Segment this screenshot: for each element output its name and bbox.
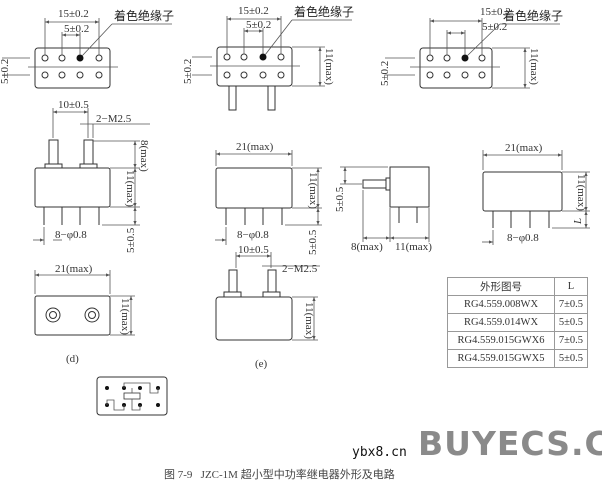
dim-11max: 11(max): [528, 48, 540, 85]
dim-21max: 21(max): [236, 141, 274, 153]
top-view-left: 15±0.2 5±0.2 着色绝缘子 5±0.2: [0, 8, 174, 89]
dim-5-row: 5±0.2: [0, 59, 11, 84]
colored-insulator-dot: [259, 53, 267, 61]
dim-21max: 21(max): [55, 263, 93, 275]
pin-array: [41, 54, 103, 79]
colored-insulator-label: 着色绝缘子: [294, 4, 354, 19]
table-header: 外形图号: [447, 277, 555, 296]
watermark: BUYECS.COM: [418, 424, 602, 463]
dim-5-row: 5±0.2: [182, 59, 194, 84]
dim-m25: 2−M2.5: [282, 263, 318, 275]
dim-15: 15±0.2: [58, 8, 89, 20]
table-cell: 7±0.5: [554, 295, 588, 314]
dim-5: 5±0.2: [64, 23, 89, 35]
view-d: 21(max) 11(max) (d): [34, 263, 135, 365]
colored-insulator-dot: [461, 54, 469, 62]
colored-insulator-label: 着色绝缘子: [503, 8, 563, 23]
dim-L: L: [572, 218, 584, 225]
table-cell: RG4.559.015GWX5: [447, 349, 555, 368]
watermark-site: ybx8.cn: [352, 445, 407, 460]
dim-5: 5±0.2: [246, 19, 271, 31]
table-cell: 5±0.5: [554, 349, 588, 368]
table-header: L: [554, 277, 588, 296]
front-view-studs: 10±0.5 2−M2.5 8(max) 11(max) 5±0.5 8−φ0.…: [33, 99, 150, 253]
colored-insulator-label: 着色绝缘子: [114, 8, 174, 23]
dim-11max: 11(max): [303, 302, 315, 339]
dim-11max: 11(max): [575, 174, 587, 211]
dim-15: 15±0.2: [480, 6, 511, 18]
dim-11max: 11(max): [395, 241, 432, 253]
coil-symbol: [123, 392, 141, 400]
dim-5-row: 5±0.2: [379, 61, 391, 86]
dim-10: 10±0.5: [58, 99, 89, 111]
dim-5: 5±0.2: [482, 21, 507, 33]
dim-5-05: 5±0.5: [125, 227, 137, 253]
view-e-label: (e): [255, 358, 268, 370]
top-view-middle: 15±0.2 5±0.2 着色绝缘子 5±0.2 11(max): [182, 4, 354, 111]
table-cell: RG4.559.008WX: [447, 295, 555, 314]
dim-8max: 8(max): [351, 241, 383, 253]
dim-11max: 11(max): [323, 48, 335, 85]
dim-5-05: 5±0.5: [334, 186, 346, 212]
dim-pins: 8−φ0.8: [507, 232, 539, 244]
watermark-brand: BUYECS.COM: [418, 424, 602, 463]
dim-15: 15±0.2: [238, 5, 269, 17]
figure-caption: 图 7-9 JZC-1M 超小型中功率继电器外形及电路: [164, 469, 395, 481]
dim-11max: 11(max): [124, 170, 136, 207]
stud: [228, 85, 237, 111]
dim-11max: 11(max): [119, 298, 131, 335]
dim-11max: 11(max): [307, 172, 319, 209]
view-e: 10±0.5 2−M2.5 11(max) (e): [215, 244, 320, 370]
table-cell: 7±0.5: [554, 331, 588, 350]
dim-pins: 8−φ0.8: [55, 229, 87, 241]
front-view-right: 21(max) 11(max) L 8−φ0.8: [482, 142, 590, 245]
top-view-right: 15±0.2 5±0.2 着色绝缘子 5±0.2 11(max): [379, 6, 563, 89]
relay-body: [34, 47, 111, 89]
dim-8max: 8(max): [138, 140, 150, 172]
dim-21max: 21(max): [505, 142, 543, 154]
table-cell: RG4.559.015GWX6: [447, 331, 555, 350]
colored-insulator-dot: [76, 54, 84, 62]
table-cell: RG4.559.014WX: [447, 313, 555, 332]
table-cell: 5±0.5: [554, 313, 588, 332]
dim-m25: 2−M2.5: [96, 113, 132, 125]
view-d-label: (d): [66, 353, 79, 365]
dim-5-05: 5±0.5: [307, 229, 319, 255]
circuit-diagram: [96, 376, 168, 416]
side-view: 5±0.5 8(max) 11(max): [334, 166, 432, 253]
table-header-row: 外形图号 L: [447, 277, 588, 296]
front-view-middle: 21(max) 11(max) 5±0.5 8−φ0.8: [215, 141, 322, 255]
dim-pins: 8−φ0.8: [237, 229, 269, 241]
dim-10: 10±0.5: [238, 244, 269, 256]
stud: [267, 85, 276, 111]
